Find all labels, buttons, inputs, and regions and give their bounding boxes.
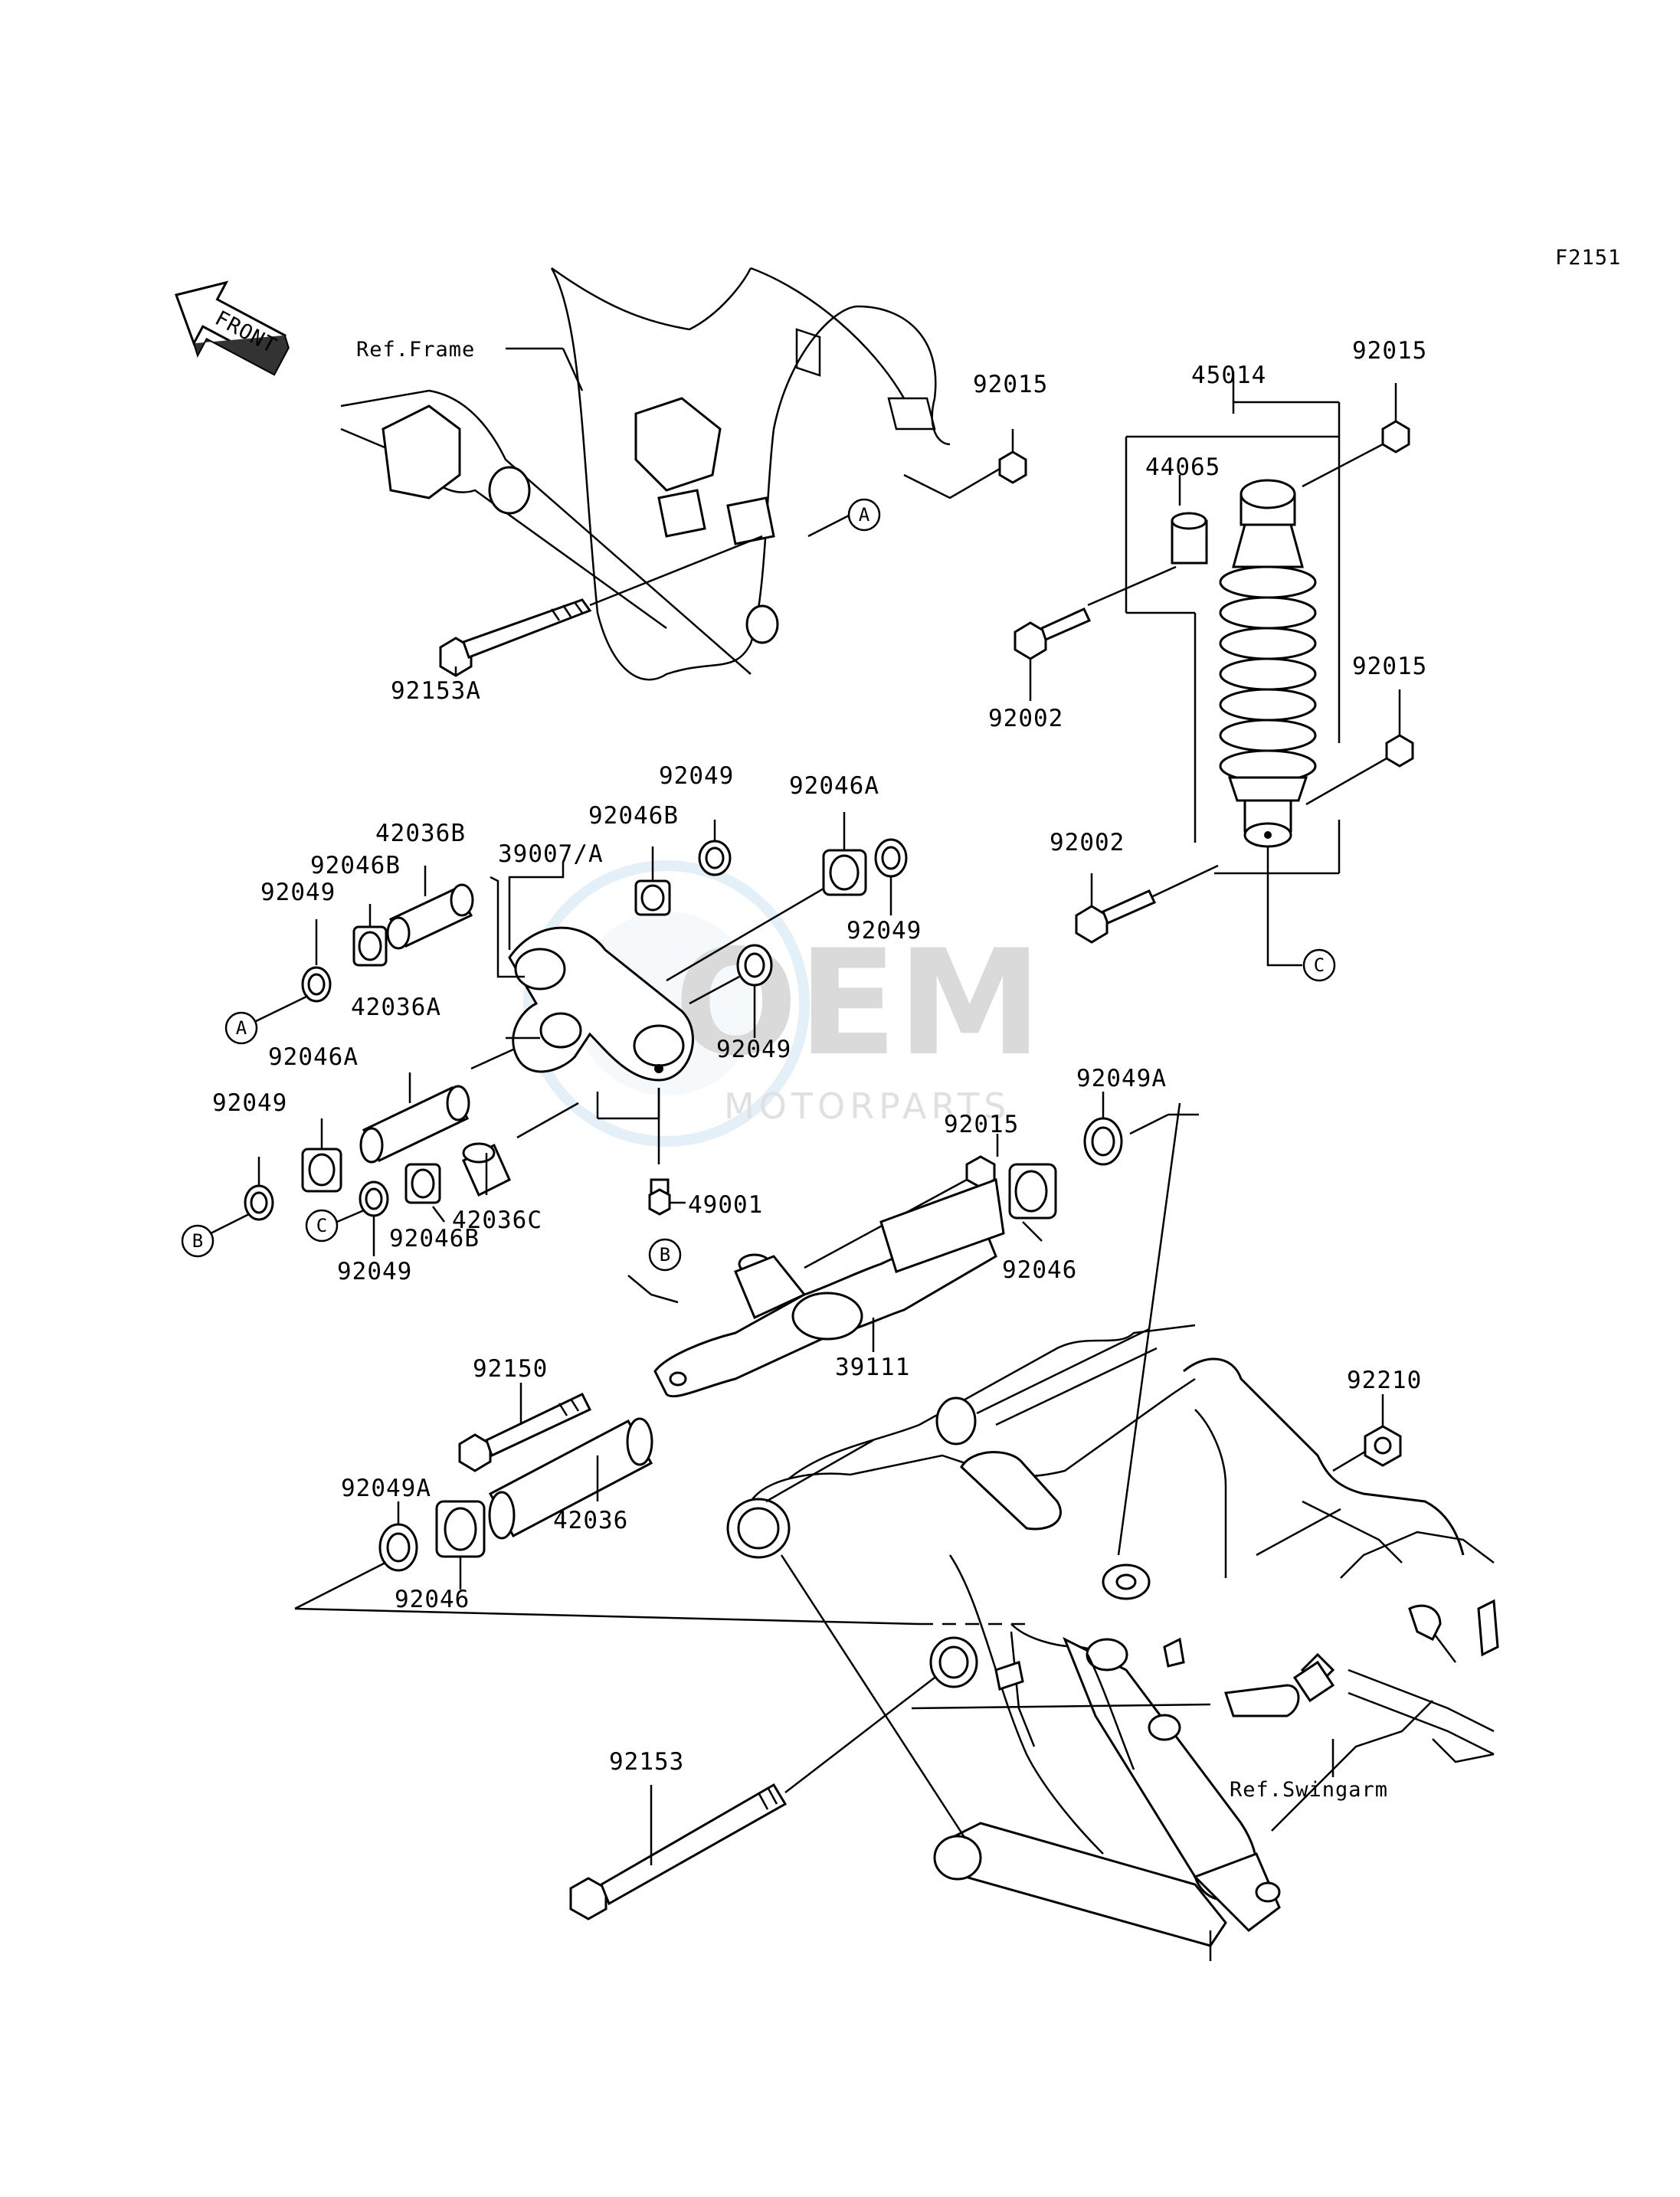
part-label: 92046A	[268, 1043, 359, 1071]
front-arrow-icon: FRONT	[175, 280, 290, 376]
bolt-92150	[458, 1383, 592, 1472]
nut-92015-frame	[903, 429, 1027, 499]
part-label: 92049	[260, 879, 336, 906]
rocker-arm-39007	[508, 862, 694, 1082]
part-label: 42036C	[452, 1207, 542, 1234]
swingarm	[726, 1324, 1499, 1961]
shock-absorber	[1125, 372, 1341, 967]
seal-92049-upper	[698, 820, 732, 876]
nut-92015-mid	[1305, 689, 1414, 806]
seal-92049-upper-right	[874, 838, 908, 915]
part-label: 92046	[1002, 1256, 1077, 1284]
callout-c-shock-letter: C	[1314, 954, 1325, 976]
part-label: 92153A	[391, 677, 481, 705]
collar-44065	[1087, 475, 1208, 607]
part-label: 92015	[1352, 337, 1427, 365]
callout-a-frame-letter: A	[859, 504, 870, 526]
callout-a-frame	[847, 498, 881, 532]
callout-c-link-letter: C	[316, 1215, 327, 1236]
part-label: 42036	[553, 1507, 628, 1534]
part-label: 92049	[212, 1089, 287, 1117]
bearing-92046B-upper	[634, 846, 671, 916]
part-label: 49001	[688, 1191, 763, 1219]
seal-92049-b	[210, 1157, 274, 1235]
part-label: 44065	[1145, 453, 1220, 481]
seal-92049-mid	[689, 944, 773, 1038]
watermark-sub: MOTORPARTS	[724, 1085, 1010, 1127]
part-label: 92046	[395, 1586, 470, 1613]
bearing-92046B-left	[352, 904, 388, 967]
bearing-92046-lower	[435, 1500, 486, 1590]
callout-a-link-letter: A	[236, 1017, 247, 1039]
part-label: 92153	[609, 1748, 684, 1776]
part-label: 42036B	[375, 820, 466, 847]
bolt-92002-lower	[1075, 864, 1219, 944]
part-label: 92046A	[789, 772, 879, 800]
callout-a-link	[224, 1011, 258, 1045]
ref-swingarm-label: Ref.Swingarm	[1230, 1778, 1388, 1802]
part-label: 92002	[1050, 829, 1125, 856]
callout-b-rod-letter: B	[660, 1244, 670, 1265]
part-label: 92210	[1347, 1367, 1422, 1394]
part-label: 92049A	[341, 1475, 431, 1502]
bolt-92153A	[439, 535, 763, 677]
part-label: 92049A	[1076, 1065, 1167, 1092]
callout-b-link-letter: B	[192, 1230, 203, 1252]
part-label: 92046B	[588, 802, 679, 830]
collar-42036B	[386, 866, 474, 950]
part-label: 92015	[973, 371, 1048, 398]
tie-rod-39111	[627, 1177, 1005, 1398]
grease-fitting-49001	[648, 1178, 686, 1216]
part-label: 92046B	[310, 852, 401, 879]
bearing-92046A-upper	[666, 812, 867, 982]
part-label: 92049	[716, 1036, 791, 1063]
seal-92049-left	[252, 919, 332, 1024]
part-label: 39111	[835, 1354, 910, 1381]
bearing-92046A-left	[301, 1118, 342, 1193]
bolt-92153	[569, 1677, 935, 1920]
part-label: 92046B	[389, 1225, 480, 1252]
part-label: 92002	[988, 705, 1063, 732]
part-label: 92015	[944, 1111, 1019, 1138]
part-label: 92049	[337, 1258, 412, 1285]
part-label: 39007/A	[498, 840, 604, 868]
ref-frame-label: Ref.Frame	[356, 338, 475, 362]
seal-92049A-upper	[1083, 1092, 1199, 1166]
collar-42036A	[359, 1048, 514, 1164]
watermark-brand: OEM	[674, 918, 1042, 1088]
bearing-92046-upper	[1008, 1163, 1057, 1242]
collar-42036C	[462, 1102, 579, 1197]
collar-42036	[488, 1417, 653, 1540]
part-number-labels: 92015 45014 92015 44065 92002 92015 9200…	[212, 337, 1427, 1776]
part-label: 92015	[1352, 653, 1427, 680]
callout-b-rod	[648, 1238, 682, 1272]
nut-92015-top	[1302, 383, 1410, 488]
seal-92049A-lower	[294, 1501, 418, 1610]
frame-section	[340, 267, 951, 681]
seal-92049-c	[336, 1180, 389, 1256]
callout-c-link	[305, 1209, 339, 1243]
part-label: 92049	[659, 762, 734, 790]
figure-id: F2151	[1555, 246, 1621, 270]
nut-92210	[1332, 1394, 1402, 1472]
bolt-92002-upper	[1014, 607, 1092, 701]
part-label: 42036A	[351, 994, 441, 1021]
coil-spring	[1219, 565, 1317, 783]
callout-c-shock	[1302, 948, 1336, 982]
part-label: 92049	[847, 917, 922, 945]
part-label: 45014	[1191, 362, 1266, 389]
callout-b-link	[181, 1224, 215, 1258]
bearing-92046B-lower	[404, 1163, 445, 1223]
part-label: 92150	[473, 1355, 548, 1383]
